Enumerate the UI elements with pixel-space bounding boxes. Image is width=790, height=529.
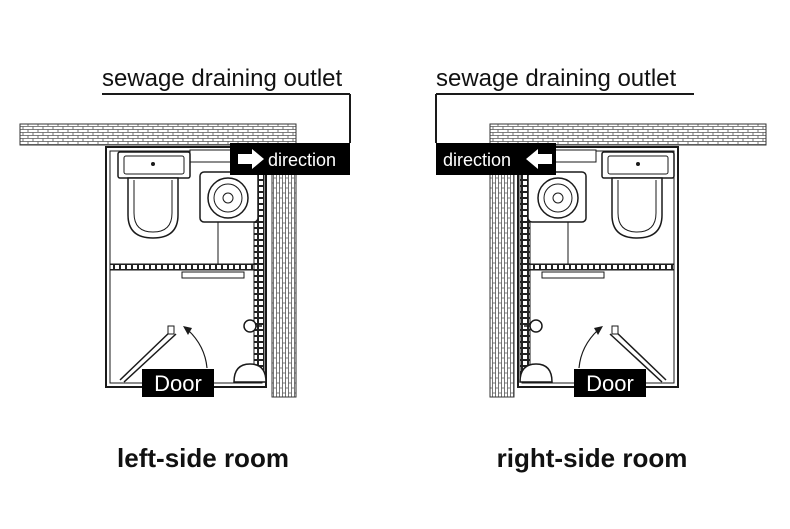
right-side-wall (489, 144, 515, 398)
right-outlet-label: sewage draining outlet (436, 65, 676, 92)
right-door-label: Door (586, 371, 634, 396)
left-arrow-icon (526, 149, 552, 169)
right-sink-icon (527, 171, 587, 223)
right-arrow-icon (238, 149, 264, 169)
right-towel-bar (541, 271, 605, 279)
left-room-diagram: sewage draining outlet (19, 65, 351, 473)
left-partition (109, 263, 263, 271)
left-door-swing (119, 325, 208, 383)
left-direction-label: direction (268, 150, 336, 170)
right-room-label: right-side room (497, 443, 688, 473)
left-door-box (142, 369, 214, 397)
right-door-swing (578, 325, 667, 383)
left-side-wall (271, 144, 297, 398)
left-room-label: left-side room (117, 443, 289, 473)
left-top-wall (19, 123, 297, 146)
right-room-diagram: sewage draining outlet (435, 65, 767, 473)
left-outlet-label: sewage draining outlet (102, 65, 342, 92)
right-partition (521, 263, 675, 271)
left-shower-icon (233, 319, 267, 383)
right-direction-label: direction (443, 150, 511, 170)
right-door-box (574, 369, 646, 397)
right-shower-icon (519, 319, 553, 383)
left-toilet-icon (117, 151, 191, 239)
left-door-label: Door (154, 371, 202, 396)
right-top-wall (489, 123, 767, 146)
left-sink-icon (199, 171, 259, 223)
left-towel-bar (181, 271, 245, 279)
right-toilet-icon (601, 151, 675, 239)
